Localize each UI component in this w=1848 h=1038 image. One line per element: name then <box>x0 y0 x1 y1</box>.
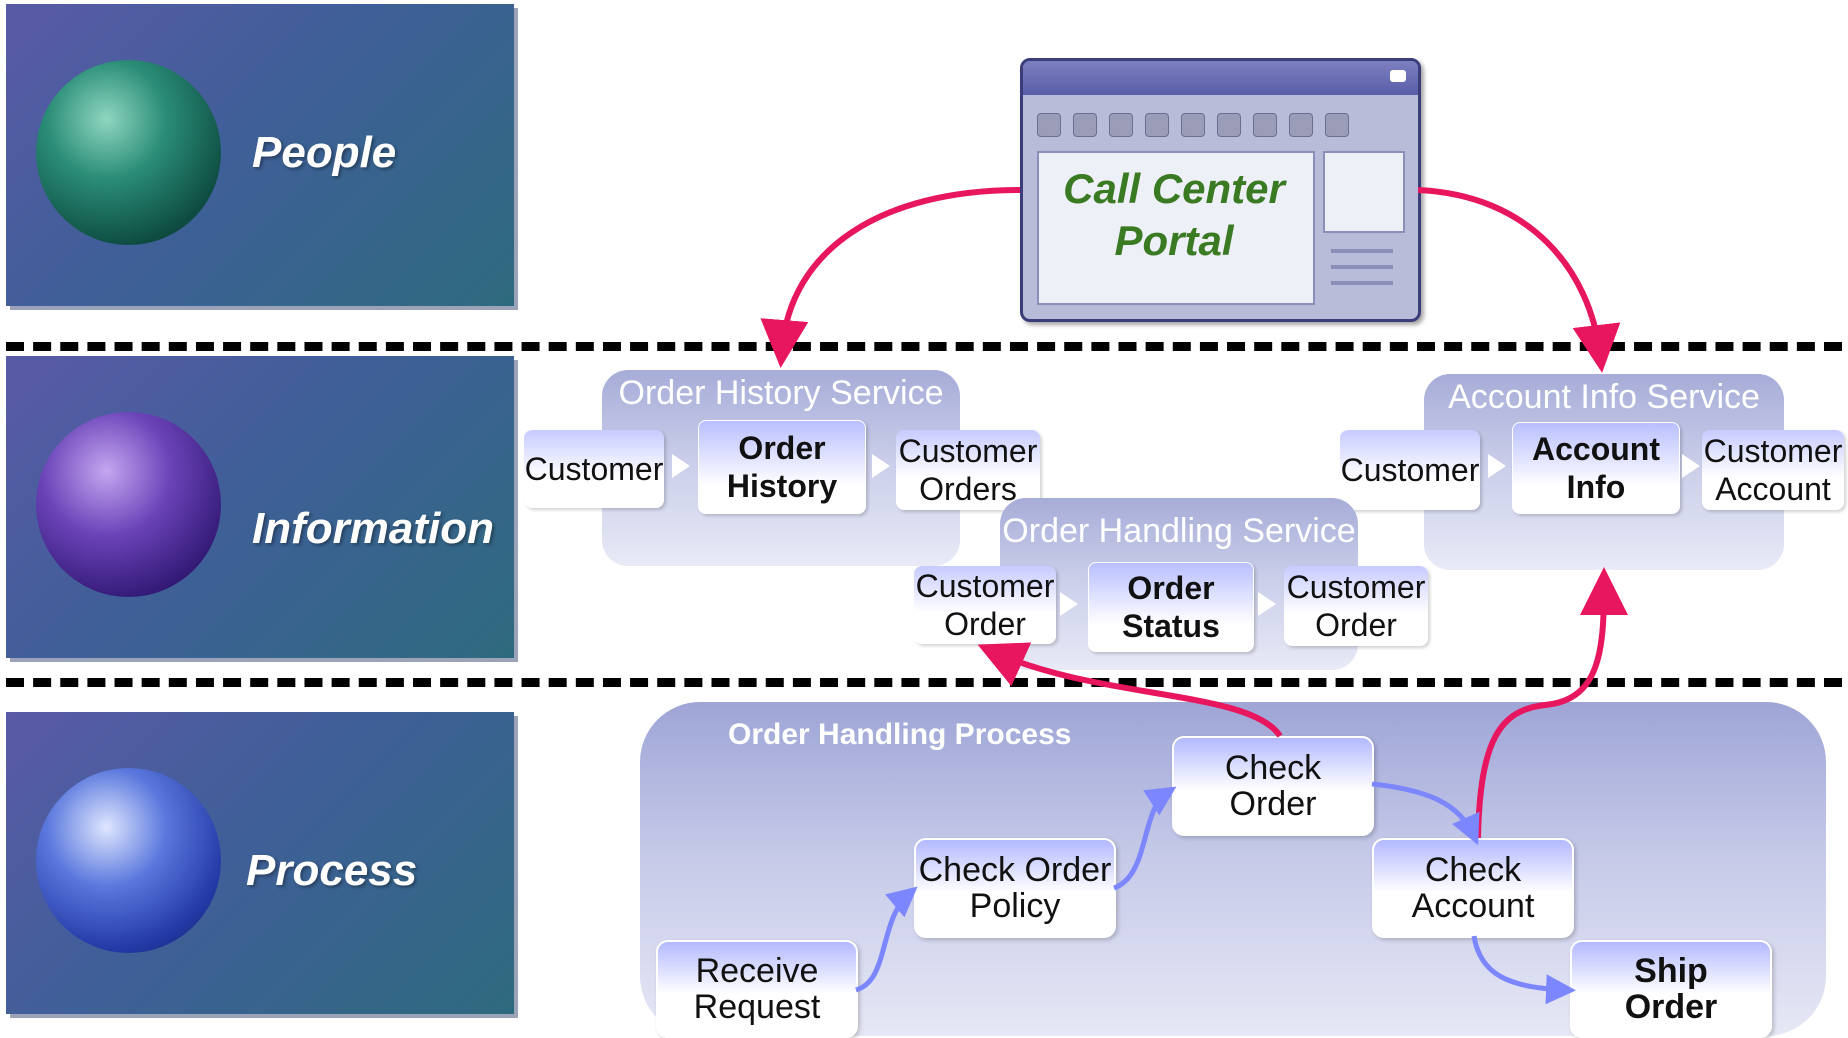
toolbar-icon <box>1145 113 1169 137</box>
step-check-account: Check Account <box>1372 838 1574 938</box>
window-control-icon <box>1390 70 1406 82</box>
check-account-to-service-arrow <box>1475 567 1628 839</box>
portal-title-line2: Portal <box>1114 217 1234 264</box>
flow-arrow-icon <box>872 454 890 478</box>
process-layer-panel: Process <box>6 712 514 1014</box>
service-title: Order Handling Service <box>1002 512 1356 550</box>
call-center-portal-window: Call Center Portal <box>1020 58 1421 322</box>
people-information-separator <box>6 342 1842 351</box>
order-history-output: Customer Orders <box>896 430 1040 510</box>
portal-side-line <box>1331 281 1393 285</box>
portal-title-line1: Call Center <box>1063 165 1285 212</box>
policy-to-check-order-arrow <box>1112 786 1177 891</box>
service-title: Order History Service <box>618 374 944 412</box>
portal-side-line <box>1331 249 1393 253</box>
portal-side-pane <box>1323 151 1405 301</box>
process-title: Order Handling Process <box>728 718 1072 751</box>
step-check-order-policy: Check Order Policy <box>914 838 1116 938</box>
flow-arrow-icon <box>1258 592 1276 616</box>
globe-icon <box>36 60 221 245</box>
check-order-to-service-arrow <box>977 642 1283 738</box>
account-to-ship-arrow <box>1471 935 1576 1005</box>
toolbar-icon <box>1253 113 1277 137</box>
toolbar-icon <box>1037 113 1061 137</box>
people-layer-label: People <box>252 128 397 177</box>
receive-to-policy-arrow <box>855 886 918 993</box>
portal-to-order-history-arrow <box>760 187 1021 368</box>
toolbar-icon <box>1217 113 1241 137</box>
account-info-input: Customer <box>1340 430 1480 510</box>
portal-content-pane <box>1037 151 1315 305</box>
order-handling-output: Customer Order <box>1284 566 1428 646</box>
check-order-to-account-arrow <box>1371 781 1480 846</box>
process-orb-icon <box>36 768 221 953</box>
flow-arrow-icon <box>1488 454 1506 478</box>
step-ship-order: Ship Order <box>1570 940 1772 1038</box>
information-process-separator <box>6 678 1842 687</box>
step-receive-request: Receive Request <box>656 940 858 1038</box>
portal-to-account-info-arrow <box>1417 187 1621 373</box>
account-info-output: Customer Account <box>1702 430 1844 510</box>
process-layer-label: Process <box>246 846 418 895</box>
people-layer-panel: People <box>6 4 514 306</box>
flow-arrow-icon <box>1060 592 1078 616</box>
flow-arrow-icon <box>672 454 690 478</box>
toolbar-icon <box>1109 113 1133 137</box>
portal-title: Call Center Portal <box>1037 163 1311 267</box>
portal-titlebar <box>1023 61 1418 95</box>
toolbar-icon <box>1325 113 1349 137</box>
toolbar-icon <box>1289 113 1313 137</box>
toolbar-icon <box>1073 113 1097 137</box>
order-history-input: Customer <box>524 430 664 508</box>
information-layer-panel: Information <box>6 356 514 658</box>
flow-arrow-icon <box>1682 454 1700 478</box>
order-handling-input: Customer Order <box>914 566 1056 644</box>
portal-side-line <box>1331 265 1393 269</box>
toolbar-icon <box>1181 113 1205 137</box>
service-title: Account Info Service <box>1448 378 1760 416</box>
portal-toolbar <box>1037 113 1404 139</box>
order-history-operation: Order History <box>698 420 866 514</box>
step-check-order: Check Order <box>1172 736 1374 836</box>
order-handling-operation: Order Status <box>1088 562 1254 652</box>
information-layer-label: Information <box>252 504 494 553</box>
account-info-operation: Account Info <box>1512 422 1680 514</box>
information-orb-icon <box>36 412 221 597</box>
portal-side-box <box>1323 151 1405 233</box>
